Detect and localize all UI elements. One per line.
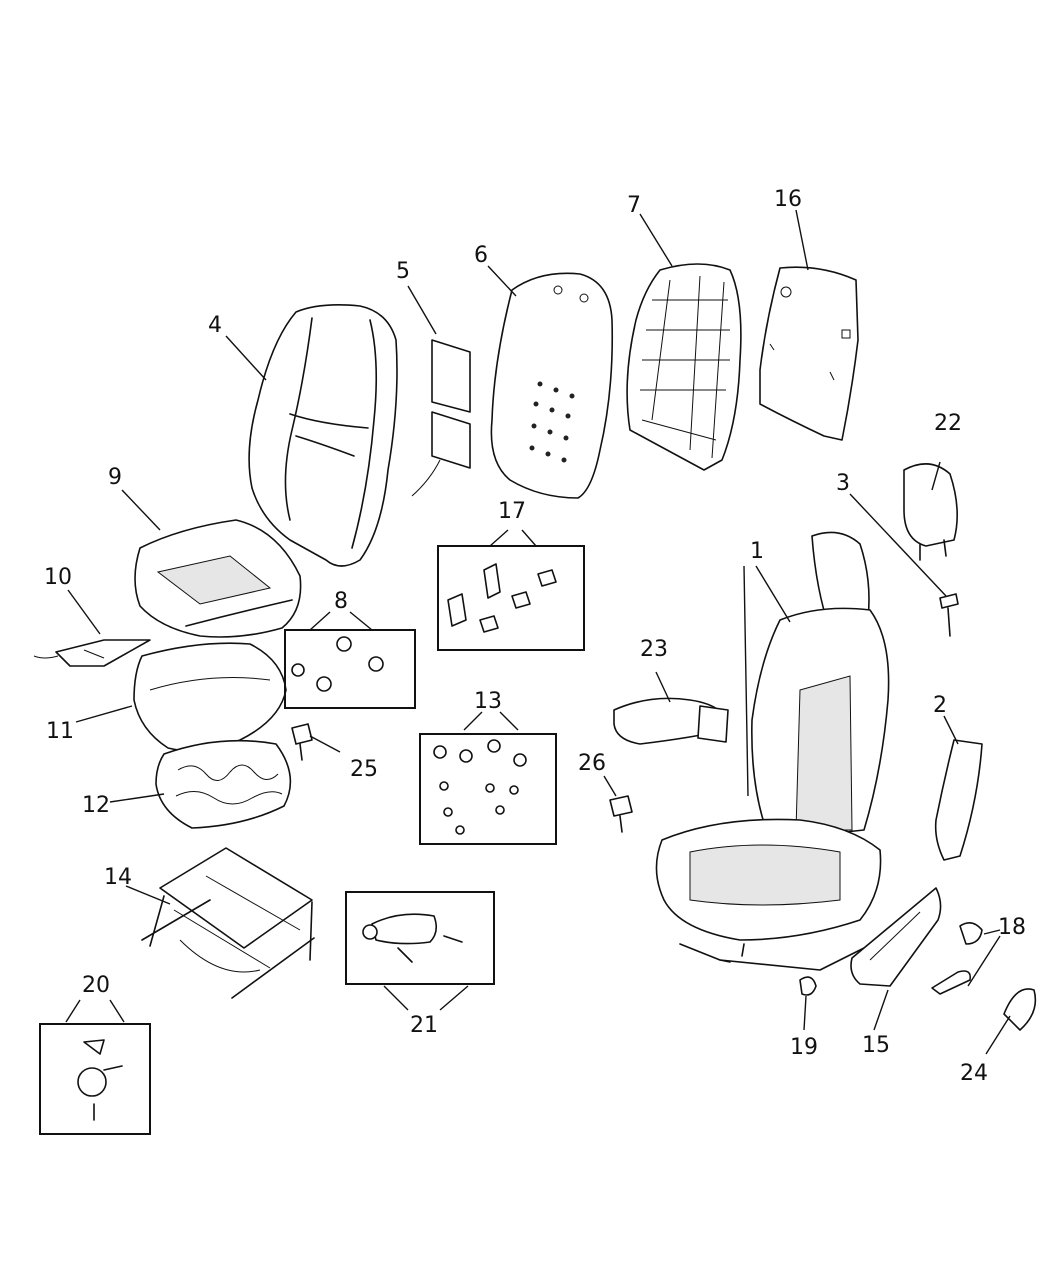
part-17-kit-contents [447, 563, 557, 633]
part-21-kit-contents [362, 913, 463, 963]
part-12-cushion-frame[interactable] [155, 739, 292, 829]
callout-23: 23 [640, 637, 668, 662]
callout-13: 13 [474, 689, 502, 714]
part-11-cushion-foam[interactable] [133, 642, 287, 752]
part-14-seat-adjuster[interactable] [141, 847, 315, 999]
part-8-kit-box[interactable] [284, 629, 416, 709]
part-7-back-frame[interactable] [626, 263, 742, 471]
callout-2: 2 [933, 693, 947, 718]
callout-1: 1 [750, 539, 764, 564]
part-9-cushion-cover[interactable] [134, 519, 302, 638]
callout-4: 4 [208, 313, 222, 338]
callout-12: 12 [82, 793, 110, 818]
callout-3: 3 [836, 471, 850, 496]
part-19-cap[interactable] [799, 976, 817, 996]
callout-14: 14 [104, 865, 132, 890]
callout-17: 17 [498, 499, 526, 524]
part-18-lever[interactable] [931, 922, 983, 995]
part-13-kit-box[interactable] [419, 733, 557, 845]
callout-11: 11 [46, 719, 74, 744]
part-3-headrest-guide[interactable] [939, 593, 959, 637]
part-22-headrest[interactable] [903, 463, 958, 561]
leader-lines [65, 209, 1011, 1055]
part-24-cover[interactable] [1003, 988, 1037, 1031]
callout-16: 16 [774, 187, 802, 212]
callout-25: 25 [350, 757, 378, 782]
callout-22: 22 [934, 411, 962, 436]
part-6-back-foam[interactable] [490, 272, 614, 499]
part-4-seat-back-cover[interactable] [248, 304, 398, 567]
part-17-kit-box[interactable] [437, 545, 585, 651]
callout-20: 20 [82, 973, 110, 998]
part-13-kit-contents [433, 739, 527, 835]
part-20-kit-box[interactable] [39, 1023, 151, 1135]
callout-18: 18 [998, 915, 1026, 940]
callout-10: 10 [44, 565, 72, 590]
part-8-kit-contents [291, 636, 384, 692]
part-10-heater-mat[interactable] [33, 639, 151, 667]
callout-26: 26 [578, 751, 606, 776]
part-21-kit-box[interactable] [345, 891, 495, 985]
callout-5: 5 [396, 259, 410, 284]
callout-21: 21 [410, 1013, 438, 1038]
callout-24: 24 [960, 1061, 988, 1086]
callout-labels: 1 2 3 4 5 6 7 8 9 10 11 12 13 14 15 16 1… [44, 187, 1026, 1086]
part-2-trim-panel[interactable] [934, 739, 983, 861]
callout-15: 15 [862, 1033, 890, 1058]
callout-19: 19 [790, 1035, 818, 1060]
callout-8: 8 [334, 589, 348, 614]
part-20-kit-contents [77, 1039, 123, 1121]
part-16-back-panel[interactable] [759, 266, 859, 441]
part-26-bolt[interactable] [609, 795, 633, 833]
callout-7: 7 [627, 193, 641, 218]
part-15-side-shield[interactable] [850, 887, 942, 987]
callout-9: 9 [108, 465, 122, 490]
part-25-bolt[interactable] [291, 723, 313, 761]
part-23-armrest[interactable] [613, 697, 729, 745]
part-5-pad[interactable] [411, 339, 471, 497]
callout-6: 6 [474, 243, 488, 268]
part-1-seat-assembly[interactable] [655, 531, 890, 971]
